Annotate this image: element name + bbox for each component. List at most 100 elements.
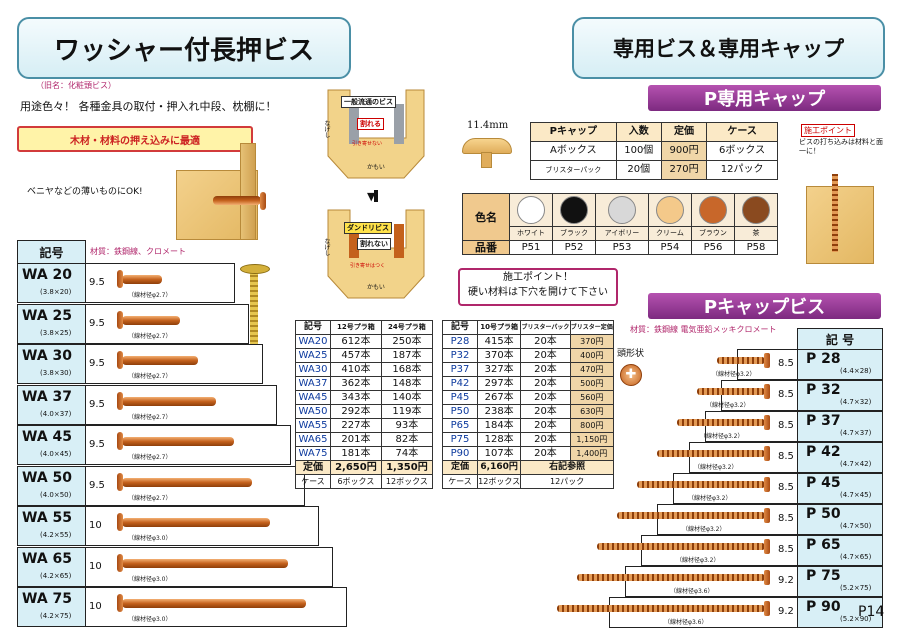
color-swatch-icon: [741, 196, 770, 224]
p-wire: （線材径φ3.2）: [694, 464, 738, 471]
wa-case-cell: 6ボックス: [330, 474, 382, 489]
wa-wire: （線材径φ2.7）: [128, 292, 172, 299]
p-head-size: 9.2: [778, 606, 794, 617]
wa-code: WA 65: [22, 551, 73, 567]
wa-screw-icon: [117, 351, 198, 369]
hinban-label: 品番: [475, 241, 497, 254]
wa-code: WA 55: [22, 510, 73, 526]
wa-header: 24号プラ箱: [380, 320, 434, 335]
wa-table-cell: WA65: [295, 432, 331, 447]
color-code: P51: [508, 240, 554, 255]
p-table-cell: P37: [442, 362, 478, 377]
p-code-cell: [797, 504, 883, 535]
p-dim: (4.7×45): [840, 491, 872, 499]
cap-banner-text: P専用キャップ: [703, 89, 826, 110]
right-material: 材質：鉄鋼線 電気亜鉛メッキクロメート: [630, 325, 777, 334]
wa-wire: （線材径φ2.7）: [128, 414, 172, 421]
wa-head-size: 10: [89, 561, 102, 572]
p-case-cell: ケース: [442, 474, 478, 489]
p-code: P 75: [806, 568, 841, 584]
cap-table-header: 定価: [660, 122, 708, 142]
p-wire: （線材径φ3.2）: [712, 371, 756, 378]
p-code: P 42: [806, 444, 841, 460]
wa-header: 12号プラ箱: [330, 320, 382, 335]
wa-table-cell: 74本: [380, 446, 434, 461]
p-header: 記号: [442, 320, 478, 335]
wa-head-size: 9.5: [89, 480, 105, 491]
wa-dim: (3.8×25): [40, 329, 72, 337]
p-table-cell: 20本: [520, 418, 571, 433]
wa-dim: (4.2×65): [40, 572, 72, 580]
p-table-cell: 560円: [569, 390, 615, 405]
wa-table-cell: 119本: [380, 404, 434, 419]
p-dim: (5.2×75): [840, 584, 872, 592]
p-head-size: 8.5: [778, 389, 794, 400]
p-head-size: 8.5: [778, 358, 794, 369]
cap-table-cell: ブリスターパック: [530, 160, 617, 180]
wa-dim: (4.0×37): [40, 410, 72, 418]
head-shape-label: 頭形状: [617, 349, 645, 359]
p-screw-icon: [597, 539, 770, 554]
p-price-cell: 6,160円: [476, 460, 522, 475]
wa-code: WA 75: [22, 591, 73, 607]
right-code-header-text: 記 号: [825, 332, 855, 347]
color-name: ブラウン: [690, 226, 735, 241]
wa-code: WA 37: [22, 389, 73, 405]
wa-wire: （線材径φ3.0）: [128, 535, 172, 542]
cap-table-header: Pキャップ: [530, 122, 617, 142]
wa-table-cell: 93本: [380, 418, 434, 433]
p-dim: (4.7×37): [840, 429, 872, 437]
p-code-cell: [797, 442, 883, 473]
p-wire: （線材径φ3.2）: [676, 557, 720, 564]
point2-box: 施工ポイント！ 硬い材料は下穴を開けて下さい: [458, 268, 618, 306]
cap-table-header: 入数: [615, 122, 662, 142]
point2-text: 硬い材料は下穴を開けて下さい: [468, 287, 608, 298]
color-code: P53: [595, 240, 649, 255]
p-screw-icon: [637, 477, 770, 492]
color-label-cell: 色名: [462, 193, 510, 241]
wa-table-cell: WA37: [295, 376, 331, 391]
p-table-cell: 20本: [520, 432, 571, 447]
color-code: P56: [690, 240, 735, 255]
p-table-cell: 20本: [520, 362, 571, 377]
badge-text: 木材・材料の押え込みに最適: [70, 135, 200, 147]
wa-table-cell: 82本: [380, 432, 434, 447]
wa-wire: （線材径φ3.0）: [128, 576, 172, 583]
wa-table-cell: 187本: [380, 348, 434, 363]
wa-head-size: 9.5: [89, 439, 105, 450]
wa-price-cell: 2,650円: [330, 460, 382, 475]
wa-head-size: 9.5: [89, 318, 105, 329]
fastening-diagram: [327, 89, 425, 299]
wa-table-cell: 292本: [330, 404, 382, 419]
color-swatch-icon: [517, 196, 545, 224]
hinban-label-cell: 品番: [462, 240, 510, 255]
wa-wire: （線材径φ2.7）: [128, 495, 172, 502]
cap-size: 11.4mm: [467, 120, 509, 131]
old-name: （旧名：化粧頭ビス）: [36, 81, 116, 90]
p-wire: （線材径φ3.6）: [670, 588, 714, 595]
p-table-cell: 630円: [569, 404, 615, 419]
p-table-cell: 107本: [476, 446, 522, 461]
usage-text: 用途色々！ 各種金具の取付・押入れ中段、枕棚に！: [20, 100, 277, 113]
p-table-cell: 267本: [476, 390, 522, 405]
diagram-arrow-icon: ▼: [367, 190, 376, 203]
color-swatch-cell: [508, 193, 554, 227]
p-table-cell: P42: [442, 376, 478, 391]
p-case-cell: 12ボックス: [476, 474, 522, 489]
color-code: P52: [552, 240, 597, 255]
diagram-nageshi-bottom: なげし: [323, 238, 330, 256]
p-wire: （線材径φ3.6）: [664, 619, 708, 626]
p-screw-icon: [657, 446, 770, 461]
head-shape-icon: ✚: [620, 364, 642, 386]
p-code: P 45: [806, 475, 841, 491]
